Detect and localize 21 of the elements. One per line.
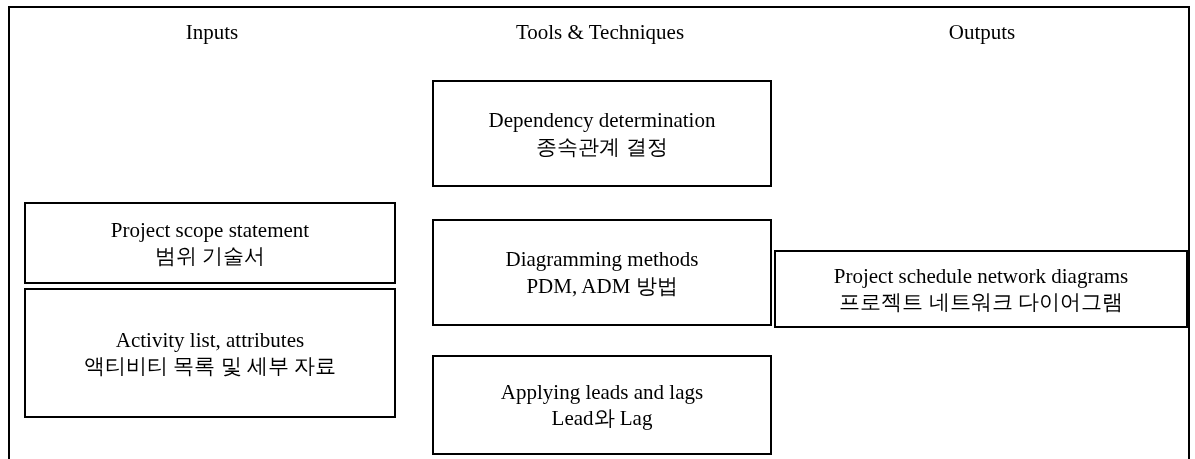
column-heading: Outputs bbox=[948, 20, 1016, 45]
box-text: 종속관계 결정 bbox=[536, 133, 668, 160]
box-text: Diagramming methods bbox=[505, 246, 699, 273]
process-box bbox=[24, 202, 396, 284]
column-heading: Inputs bbox=[185, 20, 239, 45]
process-box bbox=[432, 80, 772, 187]
box-text: 범위 기술서 bbox=[154, 243, 266, 270]
box-text: Activity list, attributes bbox=[115, 326, 305, 353]
box-text: Lead와 Lag bbox=[551, 405, 653, 432]
box-text: 프로젝트 네트워크 다이어그램 bbox=[839, 289, 1123, 316]
process-box bbox=[774, 250, 1188, 328]
box-text: Dependency determination bbox=[488, 107, 716, 134]
process-box bbox=[24, 288, 396, 418]
process-box bbox=[432, 355, 772, 455]
process-box bbox=[432, 219, 772, 326]
box-text: Applying leads and lags bbox=[500, 378, 704, 405]
box-text: Project schedule network diagrams bbox=[833, 262, 1129, 289]
box-text: Project scope statement bbox=[110, 216, 310, 243]
column-heading: Tools & Techniques bbox=[515, 20, 685, 45]
box-text: 액티비티 목록 및 세부 자료 bbox=[84, 353, 336, 380]
box-text: PDM, ADM 방법 bbox=[526, 272, 678, 299]
